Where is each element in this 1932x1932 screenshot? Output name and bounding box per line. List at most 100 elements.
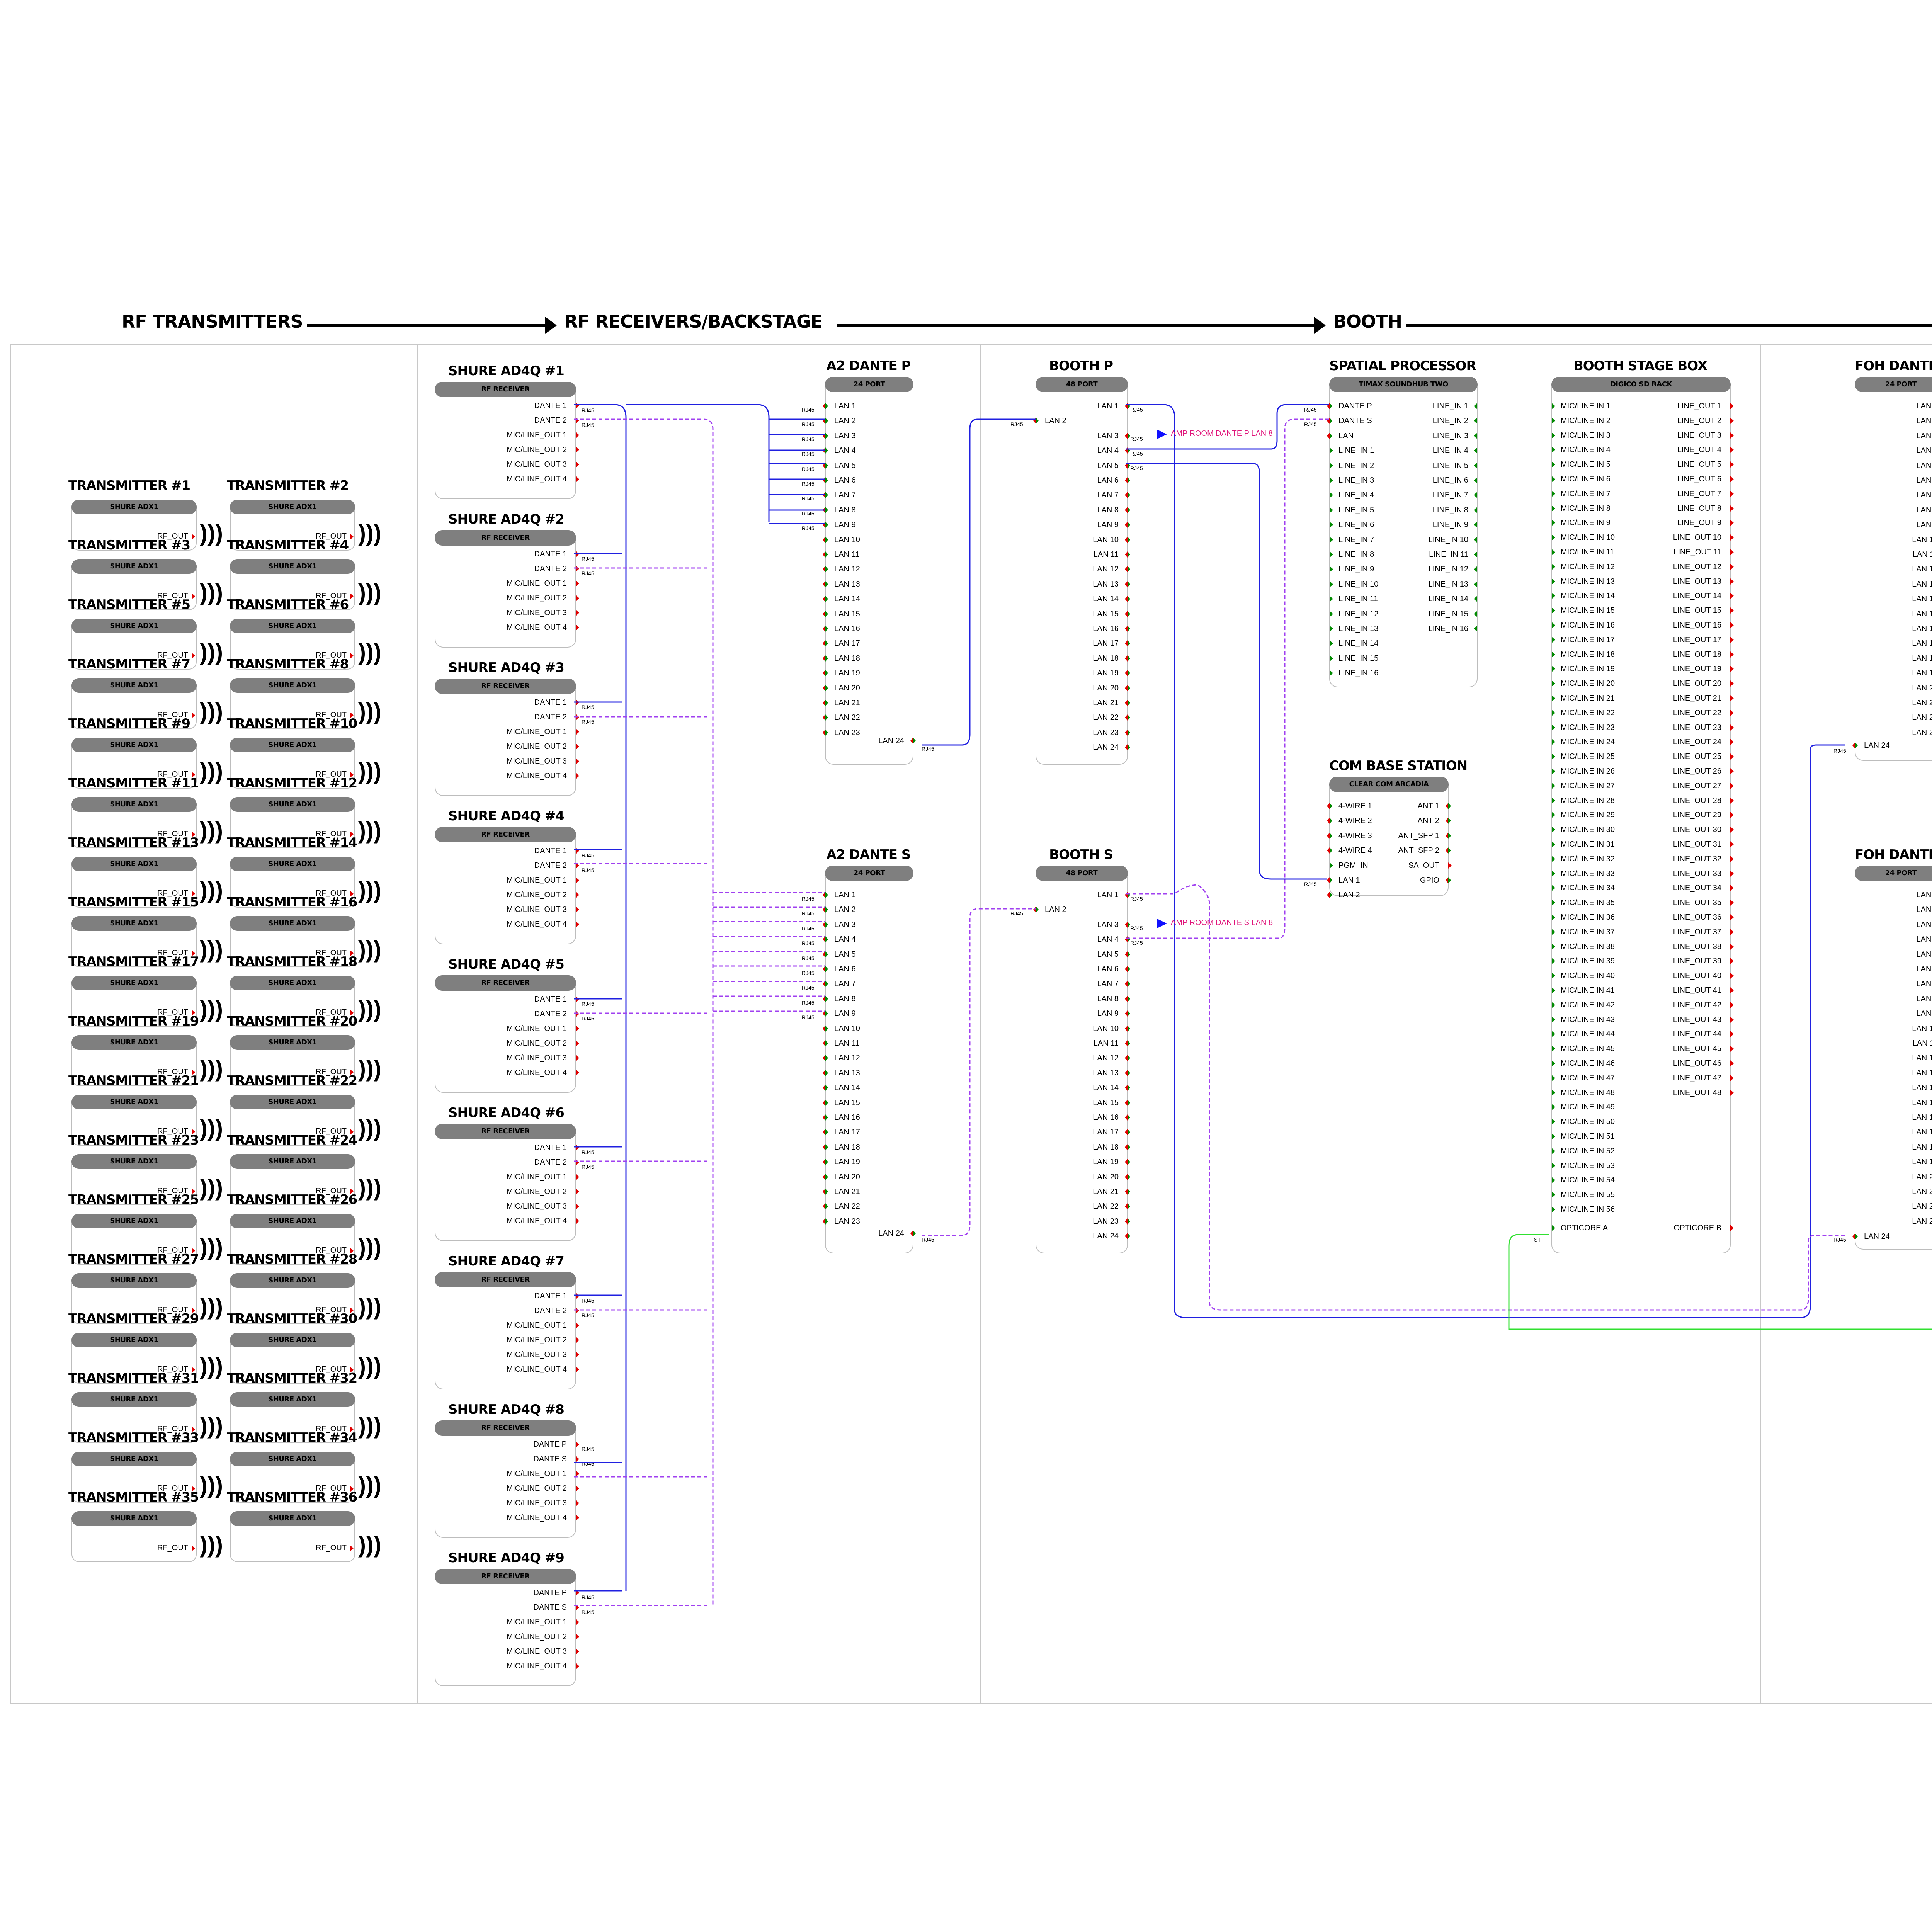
port-input-icon[interactable] xyxy=(1474,536,1477,543)
port-output-icon[interactable] xyxy=(576,921,579,927)
port-connector-icon[interactable] xyxy=(910,1230,916,1236)
port-connector-icon[interactable] xyxy=(823,685,828,691)
rf-out-port-icon[interactable] xyxy=(192,653,195,659)
port-connector-icon[interactable] xyxy=(1125,892,1130,898)
port-input-icon[interactable] xyxy=(1474,551,1477,558)
port-input-icon[interactable] xyxy=(1474,447,1477,454)
rf-out-port-icon[interactable] xyxy=(350,831,354,837)
port-output-icon[interactable] xyxy=(1730,1002,1734,1008)
port-connector-icon[interactable] xyxy=(823,936,828,943)
port-output-icon[interactable] xyxy=(1730,1016,1734,1023)
port-connector-icon[interactable] xyxy=(1327,432,1332,439)
port-connector-icon[interactable] xyxy=(1125,1159,1130,1165)
port-connector-icon[interactable] xyxy=(1125,626,1130,632)
port-output-icon[interactable] xyxy=(1730,520,1734,526)
port-input-icon[interactable] xyxy=(1552,841,1555,847)
port-input-icon[interactable] xyxy=(1330,596,1333,602)
port-output-icon[interactable] xyxy=(1730,505,1734,512)
port-connector-icon[interactable] xyxy=(823,655,828,662)
port-connector-icon[interactable] xyxy=(1446,818,1451,824)
port-connector-icon[interactable] xyxy=(1327,892,1332,898)
port-output-icon[interactable] xyxy=(1730,1046,1734,1052)
port-input-icon[interactable] xyxy=(1552,855,1555,862)
port-connector-icon[interactable] xyxy=(823,596,828,602)
rf-out-port-icon[interactable] xyxy=(192,950,195,956)
port-connector-icon[interactable] xyxy=(823,670,828,677)
port-connector-icon[interactable] xyxy=(1125,670,1130,677)
port-output-icon[interactable] xyxy=(576,417,579,423)
port-connector-icon[interactable] xyxy=(1125,966,1130,972)
port-output-icon[interactable] xyxy=(576,758,579,764)
port-connector-icon[interactable] xyxy=(823,906,828,913)
port-connector-icon[interactable] xyxy=(823,1114,828,1121)
port-input-icon[interactable] xyxy=(1552,666,1555,672)
port-output-icon[interactable] xyxy=(1730,724,1734,731)
port-output-icon[interactable] xyxy=(1730,607,1734,614)
port-connector-icon[interactable] xyxy=(1125,566,1130,573)
port-input-icon[interactable] xyxy=(1552,797,1555,804)
port-output-icon[interactable] xyxy=(1730,914,1734,920)
port-connector-icon[interactable] xyxy=(823,1085,828,1091)
port-connector-icon[interactable] xyxy=(823,729,828,736)
rf-out-port-icon[interactable] xyxy=(350,1426,354,1432)
port-connector-icon[interactable] xyxy=(1125,685,1130,691)
port-input-icon[interactable] xyxy=(1552,958,1555,964)
port-output-icon[interactable] xyxy=(576,1011,579,1017)
port-output-icon[interactable] xyxy=(576,1026,579,1032)
port-connector-icon[interactable] xyxy=(1125,981,1130,987)
rf-out-port-icon[interactable] xyxy=(350,1248,354,1254)
port-input-icon[interactable] xyxy=(1552,578,1555,585)
rf-out-port-icon[interactable] xyxy=(350,950,354,956)
rf-out-port-icon[interactable] xyxy=(350,1188,354,1194)
port-output-icon[interactable] xyxy=(576,1441,579,1447)
port-connector-icon[interactable] xyxy=(1327,418,1332,424)
port-input-icon[interactable] xyxy=(1330,507,1333,513)
port-output-icon[interactable] xyxy=(576,1337,579,1343)
port-connector-icon[interactable] xyxy=(823,892,828,898)
port-input-icon[interactable] xyxy=(1552,739,1555,745)
port-output-icon[interactable] xyxy=(576,714,579,720)
rf-out-port-icon[interactable] xyxy=(350,1367,354,1373)
port-connector-icon[interactable] xyxy=(1125,596,1130,602)
port-input-icon[interactable] xyxy=(1552,403,1555,409)
port-input-icon[interactable] xyxy=(1552,885,1555,891)
port-input-icon[interactable] xyxy=(1552,1089,1555,1096)
rf-out-port-icon[interactable] xyxy=(192,1248,195,1254)
port-output-icon[interactable] xyxy=(1730,739,1734,745)
rf-out-port-icon[interactable] xyxy=(192,772,195,778)
port-input-icon[interactable] xyxy=(1552,1225,1555,1231)
port-connector-icon[interactable] xyxy=(823,981,828,987)
port-input-icon[interactable] xyxy=(1552,520,1555,526)
port-output-icon[interactable] xyxy=(576,1293,579,1299)
port-connector-icon[interactable] xyxy=(823,1159,828,1165)
port-input-icon[interactable] xyxy=(1330,670,1333,677)
port-output-icon[interactable] xyxy=(576,624,579,631)
port-connector-icon[interactable] xyxy=(823,995,828,1002)
port-connector-icon[interactable] xyxy=(823,700,828,706)
port-output-icon[interactable] xyxy=(576,1174,579,1180)
port-connector-icon[interactable] xyxy=(1125,1040,1130,1046)
port-output-icon[interactable] xyxy=(576,996,579,1002)
port-output-icon[interactable] xyxy=(576,877,579,883)
port-input-icon[interactable] xyxy=(1552,753,1555,760)
port-output-icon[interactable] xyxy=(1730,782,1734,789)
port-output-icon[interactable] xyxy=(576,1663,579,1669)
port-output-icon[interactable] xyxy=(1730,651,1734,658)
port-input-icon[interactable] xyxy=(1474,626,1477,632)
port-output-icon[interactable] xyxy=(576,699,579,706)
port-output-icon[interactable] xyxy=(1730,812,1734,818)
port-input-icon[interactable] xyxy=(1552,636,1555,643)
